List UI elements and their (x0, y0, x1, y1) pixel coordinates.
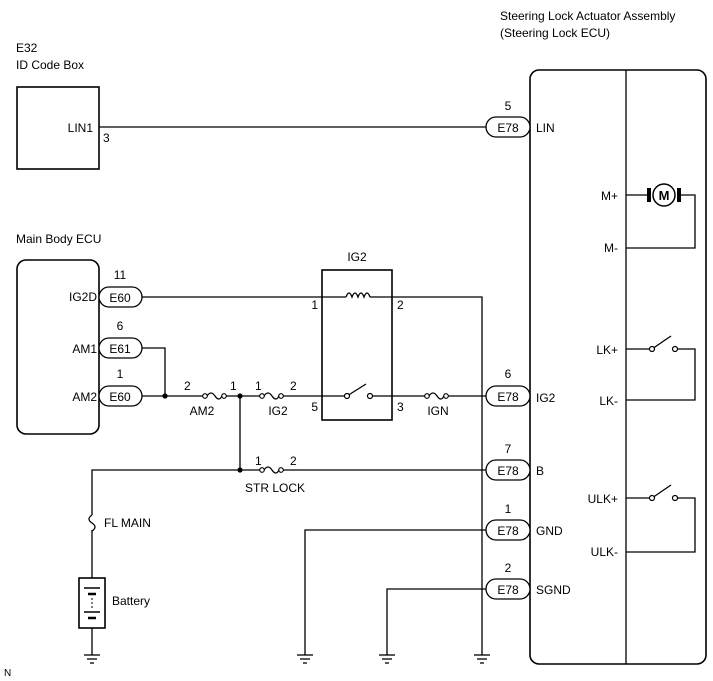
battery-label: Battery (112, 594, 150, 608)
ground-battery-icon (84, 654, 100, 664)
fuse-am2-icon (202, 392, 227, 400)
lk-neg-label: LK- (599, 394, 618, 408)
ground-ig2d-icon (474, 654, 490, 664)
motor-icon: M (647, 183, 681, 207)
connector-e78-b (485, 459, 531, 481)
connector-e60-ig2d (98, 286, 143, 308)
lin1-pin: 3 (103, 131, 110, 145)
am1-label: AM1 (72, 342, 97, 356)
fuse-ig2-pin-a: 1 (255, 379, 262, 393)
connector-e78-gnd (485, 519, 531, 541)
svg-text:E78: E78 (497, 121, 519, 135)
svg-text:E60: E60 (109, 390, 131, 404)
connector-e61-am1 (98, 337, 143, 359)
relay-switch-icon (322, 383, 392, 400)
junction-str-lock (237, 467, 243, 473)
lk-pos-label: LK+ (596, 343, 618, 357)
terminal-sgnd: SGND (536, 583, 571, 597)
connector-e78-ig2 (485, 385, 531, 407)
unlock-switch-icon (626, 484, 696, 553)
ulk-neg-label: ULK- (591, 545, 618, 559)
relay-coil-icon (345, 292, 371, 299)
junction-am2-ig2 (237, 393, 243, 399)
connector-e78-lin (485, 116, 531, 138)
ig2d-label: IG2D (69, 290, 97, 304)
svg-text:E78: E78 (497, 390, 519, 404)
ground-gnd-icon (297, 654, 313, 664)
fuse-am2-label: AM2 (190, 404, 215, 418)
fuse-ign-icon (424, 392, 449, 400)
terminal-ig2: IG2 (536, 391, 556, 405)
junction-am1-am2 (162, 393, 168, 399)
fuse-am2-pin-b: 1 (230, 379, 237, 393)
connector-e78-sgnd (485, 578, 531, 600)
wire-am1 (142, 347, 166, 396)
ground-sgnd-icon (379, 654, 395, 664)
connector-e60-am2-pin: 1 (117, 367, 124, 381)
motor-pos-label: M+ (601, 189, 618, 203)
fuse-ig2-label: IG2 (268, 404, 288, 418)
ulk-pos-label: ULK+ (588, 492, 618, 506)
connector-e78-lin-pin: 5 (505, 99, 512, 113)
fuse-str-lock-label: STR LOCK (245, 481, 305, 495)
terminal-b: B (536, 464, 544, 478)
terminal-gnd: GND (536, 524, 563, 538)
connector-e60-ig2d-pin: 11 (114, 268, 127, 282)
svg-text:E78: E78 (497, 583, 519, 597)
id-code-box (16, 86, 100, 170)
relay-pin-5: 5 (311, 400, 318, 414)
main-body-ecu-name: Main Body ECU (16, 232, 101, 246)
relay-pin-2: 2 (397, 298, 404, 312)
steering-lock-ecu-box (529, 69, 707, 665)
relay-box (321, 269, 393, 421)
fuse-ig2-pin-b: 2 (290, 379, 297, 393)
fuse-str-lock-pin-b: 2 (290, 454, 297, 468)
motor-symbol: M (659, 188, 670, 203)
connector-e60-am2 (98, 385, 143, 407)
connector-e78-ig2-pin: 6 (505, 367, 512, 381)
fuse-ign-label: IGN (427, 404, 448, 418)
fuse-ig2-icon (259, 392, 284, 400)
connector-e78-gnd-pin: 1 (505, 502, 512, 516)
steering-lock-subtitle: (Steering Lock ECU) (500, 26, 610, 40)
fuse-str-lock-icon (259, 466, 284, 474)
fuse-am2-pin-a: 2 (184, 379, 191, 393)
corner-note: N (4, 668, 11, 679)
fuse-fl-main-icon (88, 514, 96, 532)
lock-switch-icon (626, 335, 696, 401)
svg-text:E78: E78 (497, 464, 519, 478)
motor-neg-label: M- (604, 241, 618, 255)
fuse-fl-main-label: FL MAIN (104, 516, 151, 530)
wire-gnd (304, 529, 486, 655)
am2-label: AM2 (72, 390, 97, 404)
lin1-label: LIN1 (68, 121, 94, 135)
wire-fl-main (91, 469, 240, 578)
svg-text:E60: E60 (109, 291, 131, 305)
connector-e78-b-pin: 7 (505, 442, 512, 456)
steering-lock-title: Steering Lock Actuator Assembly (500, 9, 675, 23)
relay-name: IG2 (347, 250, 367, 264)
wire-sgnd (386, 588, 486, 655)
id-code-box-code: E32 (16, 41, 38, 55)
motor-wiring (626, 194, 696, 249)
connector-e78-sgnd-pin: 2 (505, 561, 512, 575)
svg-text:E61: E61 (109, 342, 131, 356)
wire-ig2d-relay-coil (142, 296, 483, 655)
terminal-lin: LIN (536, 121, 555, 135)
connector-e61-am1-pin: 6 (117, 319, 124, 333)
svg-text:E78: E78 (497, 524, 519, 538)
relay-pin-3: 3 (397, 400, 404, 414)
id-code-box-name: ID Code Box (16, 58, 84, 72)
fuse-str-lock-pin-a: 1 (255, 454, 262, 468)
relay-pin-1: 1 (311, 298, 318, 312)
